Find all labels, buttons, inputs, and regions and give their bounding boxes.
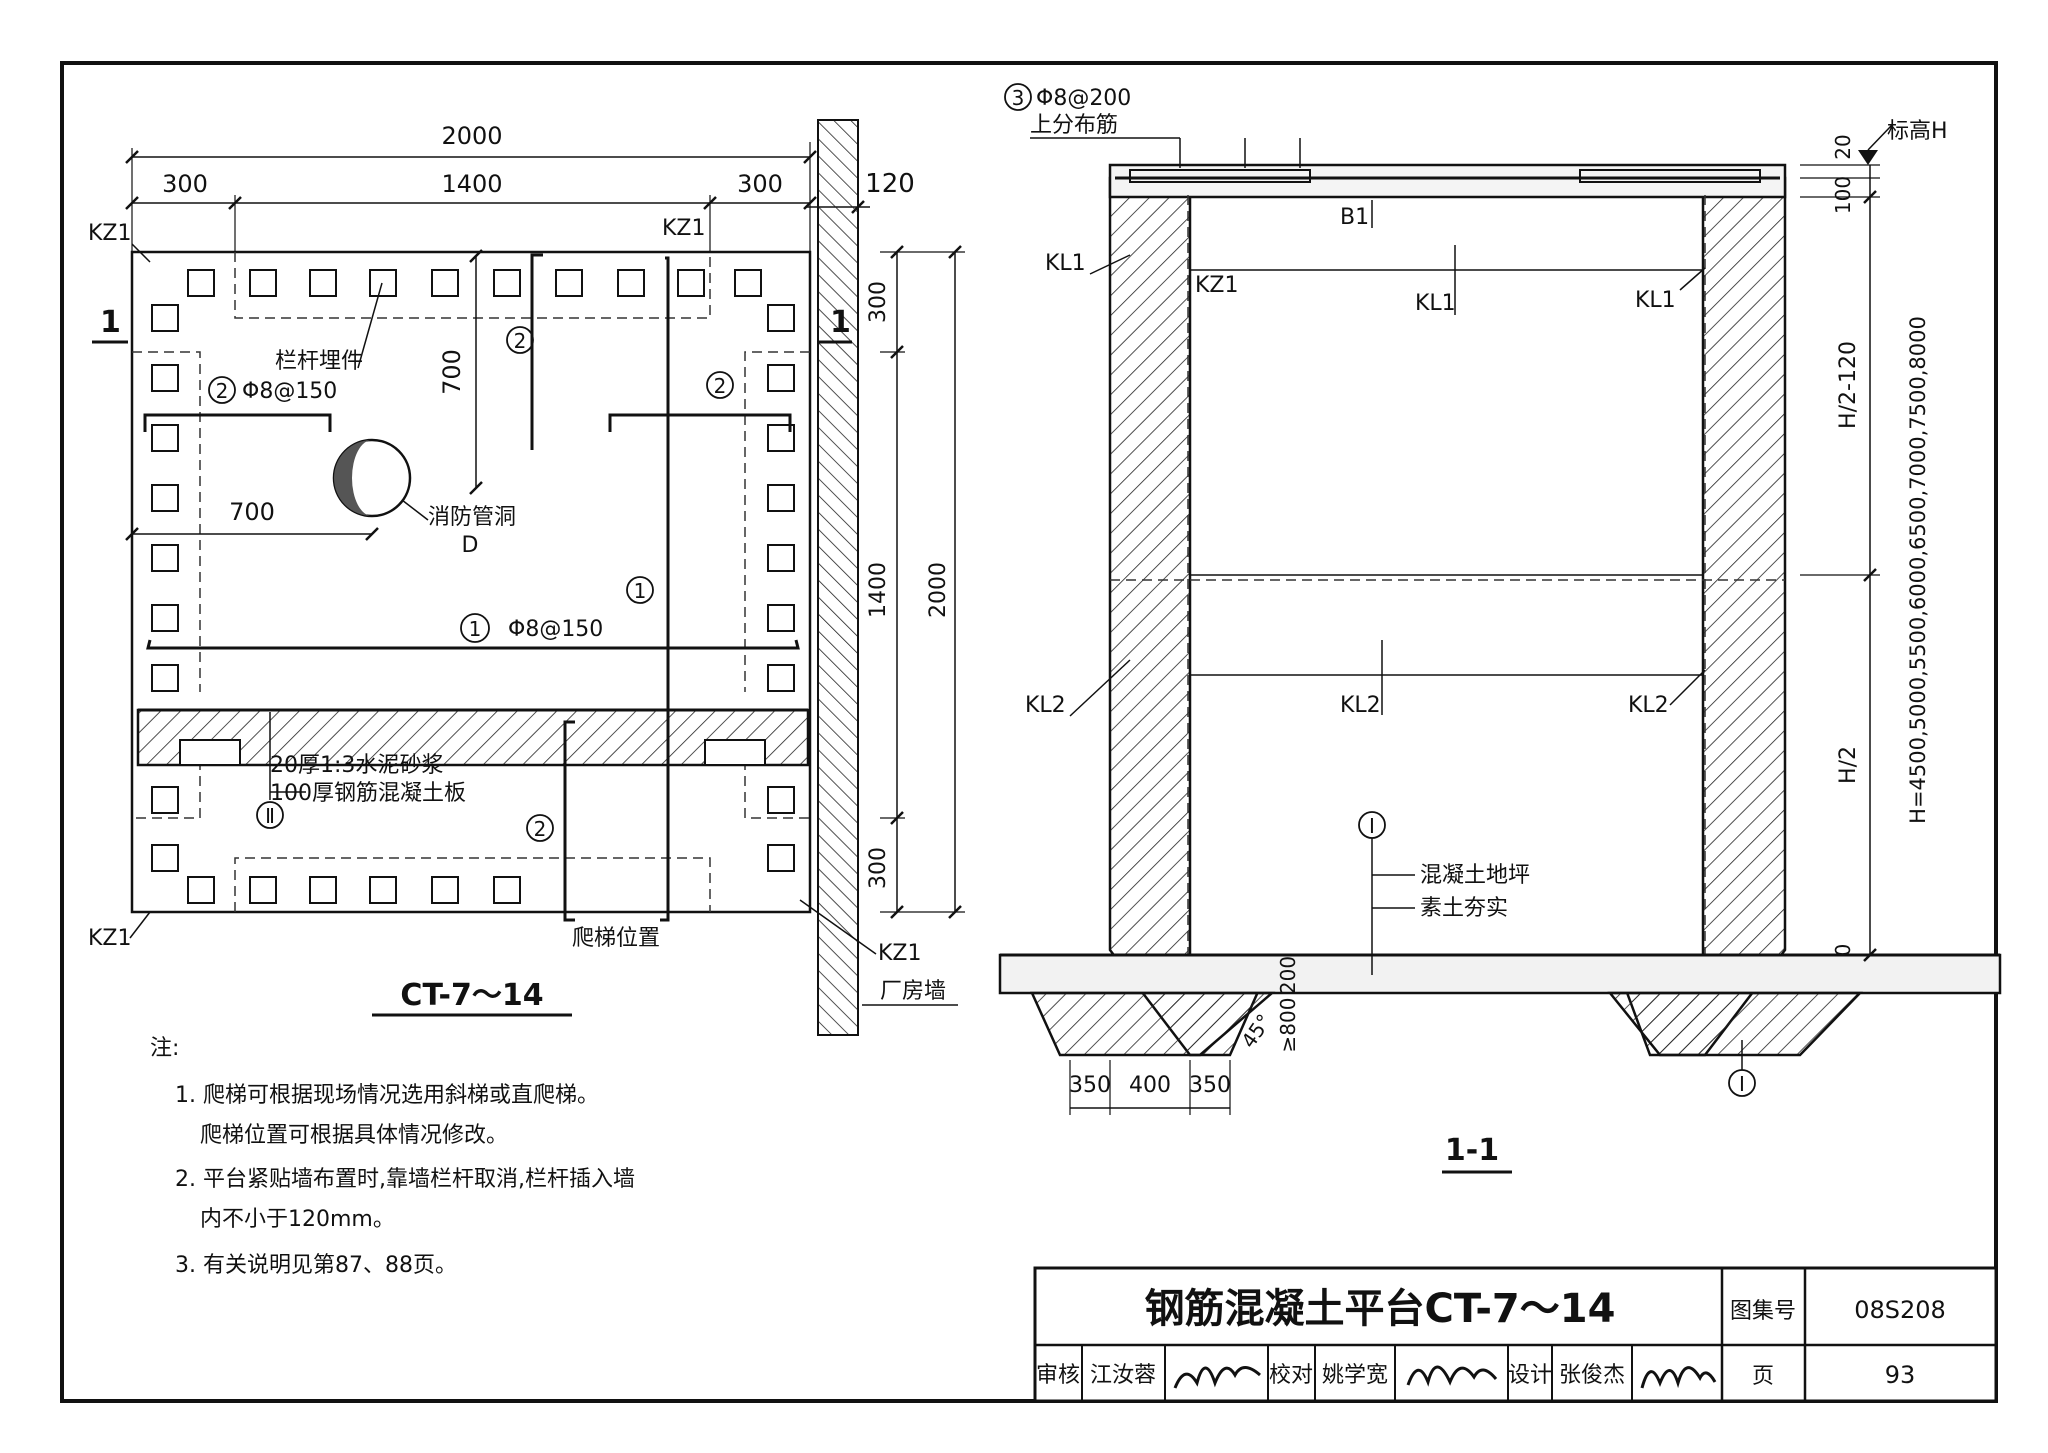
dim-20: 20 — [1831, 134, 1855, 159]
dim-2000-top: 2000 — [441, 122, 502, 150]
notes-heading: 注: — [150, 1036, 179, 1061]
atlas-label: 图集号 — [1730, 1299, 1796, 1324]
page-number: 93 — [1885, 1361, 1916, 1389]
review-signature — [1173, 1366, 1261, 1389]
dim-700-vertical: 700 — [438, 349, 466, 395]
dim-1400-right: 1400 — [866, 562, 891, 618]
ground-slab — [998, 953, 2002, 995]
dim-h2: H/2 — [1836, 746, 1861, 784]
dim-300-right-top: 300 — [866, 281, 891, 323]
drawing-title: 钢筋混凝土平台CT-7～14 — [1145, 1286, 1616, 1332]
dim-2000-right: 2000 — [926, 562, 951, 618]
circle-1-vertical: 1 — [634, 579, 647, 603]
rebar-lines — [143, 253, 800, 922]
dim-1400-top: 1400 — [441, 170, 502, 198]
roman-1-upper: Ⅰ — [1369, 814, 1375, 838]
circle-2-right: 2 — [714, 374, 727, 398]
circle-2-lower: 2 — [534, 817, 547, 841]
rebar-3-name: 上分布筋 — [1030, 113, 1118, 138]
title-block: 钢筋混凝土平台CT-7～14 图集号 08S208 页 93 审核 江汝蓉 校对… — [1033, 1266, 1998, 1403]
kl2-left: KL2 — [1025, 693, 1066, 718]
dim-200: 200 — [1276, 956, 1300, 994]
kz1-top-right: KZ1 — [662, 216, 706, 241]
mortar-label: 20厚1:3水泥砂浆 — [270, 753, 443, 778]
slab-label: 100厚钢筋混凝土板 — [270, 781, 466, 806]
kl2-right: KL2 — [1628, 693, 1669, 718]
dim-800: ≥800 — [1276, 998, 1300, 1053]
atlas-number: 08S208 — [1854, 1296, 1946, 1324]
rebar-1-spec: Φ8@150 — [508, 617, 603, 642]
concrete-floor-label: 混凝土地坪 — [1420, 863, 1530, 888]
dim-400: 400 — [1129, 1073, 1171, 1098]
kz1-bottom-left: KZ1 — [88, 926, 132, 951]
page-label: 页 — [1752, 1364, 1774, 1389]
dim-100: 100 — [1831, 176, 1855, 214]
check-name: 姚学宽 — [1322, 1363, 1388, 1388]
section-mark-left: 1 — [100, 305, 121, 340]
design-name: 张俊杰 — [1559, 1363, 1625, 1388]
dim-120: 120 — [865, 169, 915, 199]
railing-embed-label: 栏杆埋件 — [275, 349, 363, 374]
design-signature — [1640, 1366, 1717, 1389]
review-label: 审核 — [1036, 1363, 1080, 1388]
platform-outline — [130, 250, 812, 914]
elevation-h-label: 标高H — [1887, 119, 1948, 144]
fire-hole-d: D — [462, 533, 479, 558]
dim-700-horizontal: 700 — [229, 498, 275, 526]
note-line-3: 2. 平台紧贴墙布置时,靠墙栏杆取消,栏杆插入墙 — [175, 1167, 635, 1192]
kl1-left: KL1 — [1045, 251, 1086, 276]
section-view: 3 Φ8@200 上分布筋 B1 KL1 KZ1 KL1 KL1 KL2 KL2… — [998, 83, 2002, 1174]
slab-section-strip — [136, 708, 810, 767]
review-name: 江汝蓉 — [1090, 1363, 1156, 1388]
circle-2-upper-left: 2 — [216, 379, 229, 403]
roman-2-mark: Ⅱ — [265, 804, 275, 828]
fire-hole-label: 消防管洞 — [428, 505, 516, 530]
kl2-middle: KL2 — [1340, 693, 1381, 718]
dim-300-left: 300 — [162, 170, 208, 198]
kz1-bottom-right: KZ1 — [878, 941, 922, 966]
rebar-3-spec: Φ8@200 — [1036, 86, 1131, 111]
circle-3: 3 — [1012, 86, 1025, 110]
kl1-right: KL1 — [1635, 288, 1676, 313]
kz1-top-left: KZ1 — [88, 221, 132, 246]
rammed-soil-label: 素土夯实 — [1420, 896, 1508, 921]
note-line-4: 内不小于120mm。 — [200, 1207, 395, 1232]
dim-0: 0 — [1831, 944, 1855, 957]
dim-300-right: 300 — [737, 170, 783, 198]
notes: 注: 1. 爬梯可根据现场情况选用斜梯或直爬梯。 爬梯位置可根据具体情况修改。 … — [150, 1036, 635, 1278]
left-wall — [1108, 176, 1274, 1057]
rebar-2-spec: Φ8@150 — [242, 379, 337, 404]
dim-350-right: 350 — [1189, 1073, 1231, 1098]
right-footing — [1607, 991, 1863, 1057]
factory-wall — [817, 119, 859, 1036]
dim-h-values: H=4500,5000,5500,6000,6500,7000,7500,800… — [1906, 316, 1930, 824]
plan-view: 2000 300 1400 300 120 — [88, 119, 965, 1036]
ladder-position-label: 爬梯位置 — [572, 926, 660, 951]
kl1-middle: KL1 — [1415, 291, 1456, 316]
note-line-5: 3. 有关说明见第87、88页。 — [175, 1253, 457, 1278]
railing-embeds — [151, 269, 795, 904]
dim-350-left: 350 — [1069, 1073, 1111, 1098]
circle-2-vertical: 2 — [514, 329, 527, 353]
dim-300-right-bottom: 300 — [866, 847, 891, 889]
check-signature — [1406, 1365, 1498, 1387]
section-title: 1-1 — [1445, 1133, 1499, 1168]
section-mark-right: 1 — [830, 305, 851, 340]
left-footing — [1030, 991, 1276, 1057]
note-line-1: 1. 爬梯可根据现场情况选用斜梯或直爬梯。 — [175, 1083, 599, 1108]
check-label: 校对 — [1269, 1363, 1313, 1388]
design-label: 设计 — [1508, 1363, 1552, 1388]
dim-h2-minus-120: H/2-120 — [1836, 341, 1861, 429]
roman-1-lower: Ⅰ — [1739, 1072, 1745, 1096]
note-line-2: 爬梯位置可根据具体情况修改。 — [200, 1123, 508, 1148]
sheet-border — [60, 61, 1998, 1403]
kz1-section: KZ1 — [1195, 273, 1239, 298]
plan-title: CT-7～14 — [400, 978, 543, 1013]
beam-dashed-lines — [132, 252, 810, 912]
b1-label: B1 — [1340, 205, 1369, 230]
factory-wall-label: 厂房墙 — [880, 979, 946, 1004]
circle-1-horizontal: 1 — [469, 617, 482, 641]
